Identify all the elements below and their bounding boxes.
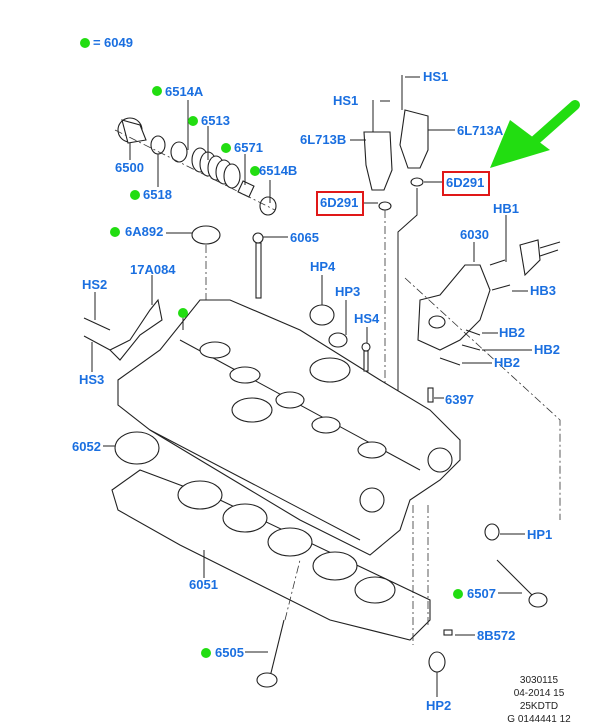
- valve-shim-6518: [150, 135, 166, 155]
- seal-6A892: [191, 225, 221, 245]
- label-HP4[interactable]: HP4: [310, 259, 336, 274]
- footer-code-3: 25KDTD: [519, 701, 559, 712]
- label-HB3[interactable]: HB3: [530, 283, 557, 298]
- green-dot-icon: [110, 227, 120, 237]
- label-HS1-left[interactable]: HS1: [333, 93, 359, 108]
- solenoid-6L713A: [399, 75, 429, 187]
- label-6514A[interactable]: 6514A: [165, 84, 204, 99]
- legend-value: 6049: [104, 35, 133, 50]
- label-6030[interactable]: 6030: [460, 227, 489, 242]
- label-HS1-right[interactable]: HS1: [423, 69, 449, 84]
- label-6065[interactable]: 6065: [290, 230, 319, 245]
- label-8B572[interactable]: 8B572: [477, 628, 516, 643]
- label-6571[interactable]: 6571: [234, 140, 263, 155]
- legend-dot-icon: [80, 38, 90, 48]
- label-HB1[interactable]: HB1: [493, 201, 520, 216]
- green-dot-icon: [188, 116, 198, 126]
- green-dot-icon: [152, 86, 162, 96]
- bolt-6065: [252, 232, 264, 299]
- label-6507[interactable]: 6507: [467, 586, 496, 601]
- engine-mount-6030: [417, 239, 561, 366]
- intake-valve-6505: [256, 619, 285, 688]
- label-6518[interactable]: 6518: [143, 187, 172, 202]
- label-6513[interactable]: 6513: [201, 113, 230, 128]
- plug-HP2: [428, 651, 446, 673]
- label-6052[interactable]: 6052: [72, 439, 101, 454]
- highlight-arrow: [490, 100, 580, 168]
- label-HS4[interactable]: HS4: [354, 311, 380, 326]
- valve-spring-6513: [191, 147, 241, 189]
- cylinder-head: [117, 299, 461, 556]
- label-6L713A[interactable]: 6L713A: [457, 123, 504, 138]
- plug-6052: [114, 431, 160, 465]
- green-dot-icon: [221, 143, 231, 153]
- exhaust-valve-6507: [496, 559, 548, 608]
- bolt-HS4: [361, 342, 371, 372]
- green-dot-icon: [250, 166, 260, 176]
- valve-seal-6571: [237, 180, 255, 198]
- green-dot-icon: [130, 190, 140, 200]
- label-HB2-1[interactable]: HB2: [499, 325, 526, 340]
- label-6D291-left[interactable]: 6D291: [320, 195, 359, 210]
- plug-HP1: [484, 523, 500, 541]
- bracket-17A084: [109, 298, 163, 361]
- label-6514B[interactable]: 6514B: [259, 163, 298, 178]
- legend-equals: =: [93, 35, 101, 50]
- plug-HP3: [328, 332, 348, 348]
- valve-tappet-6500: [117, 117, 147, 144]
- dowel-6397: [427, 387, 434, 403]
- plug-HP4: [309, 304, 335, 326]
- label-HP1[interactable]: HP1: [527, 527, 553, 542]
- label-17A084[interactable]: 17A084: [130, 262, 176, 277]
- label-6051[interactable]: 6051: [189, 577, 218, 592]
- label-HS3[interactable]: HS3: [79, 372, 105, 387]
- label-6L713B[interactable]: 6L713B: [300, 132, 347, 147]
- label-6505[interactable]: 6505: [215, 645, 244, 660]
- green-dot-icon: [201, 648, 211, 658]
- label-HB2-3[interactable]: HB2: [494, 355, 521, 370]
- dowel-8B572: [443, 629, 453, 636]
- green-dot-icon: [453, 589, 463, 599]
- label-6A892[interactable]: 6A892: [125, 224, 164, 239]
- footer-code-4: G 0144441 12: [507, 714, 571, 725]
- label-HS2[interactable]: HS2: [82, 277, 108, 292]
- highlight-box-6D291-right: [442, 171, 490, 196]
- solenoid-6L713B: [363, 100, 393, 211]
- spring-retainer-6514B: [259, 196, 277, 216]
- footer-code-1: 3030115: [519, 675, 559, 686]
- label-HP3[interactable]: HP3: [335, 284, 361, 299]
- label-6500[interactable]: 6500: [115, 160, 144, 175]
- footer-code-2: 04-2014 15: [513, 688, 565, 699]
- label-6397[interactable]: 6397: [445, 392, 474, 407]
- green-dot-icon: [178, 308, 188, 318]
- label-6D291-right[interactable]: 6D291: [446, 175, 485, 190]
- highlight-box-6D291-left: [316, 191, 364, 216]
- label-HB2-2[interactable]: HB2: [534, 342, 561, 357]
- label-HP2[interactable]: HP2: [426, 698, 452, 713]
- head-gasket-6051: [111, 469, 431, 641]
